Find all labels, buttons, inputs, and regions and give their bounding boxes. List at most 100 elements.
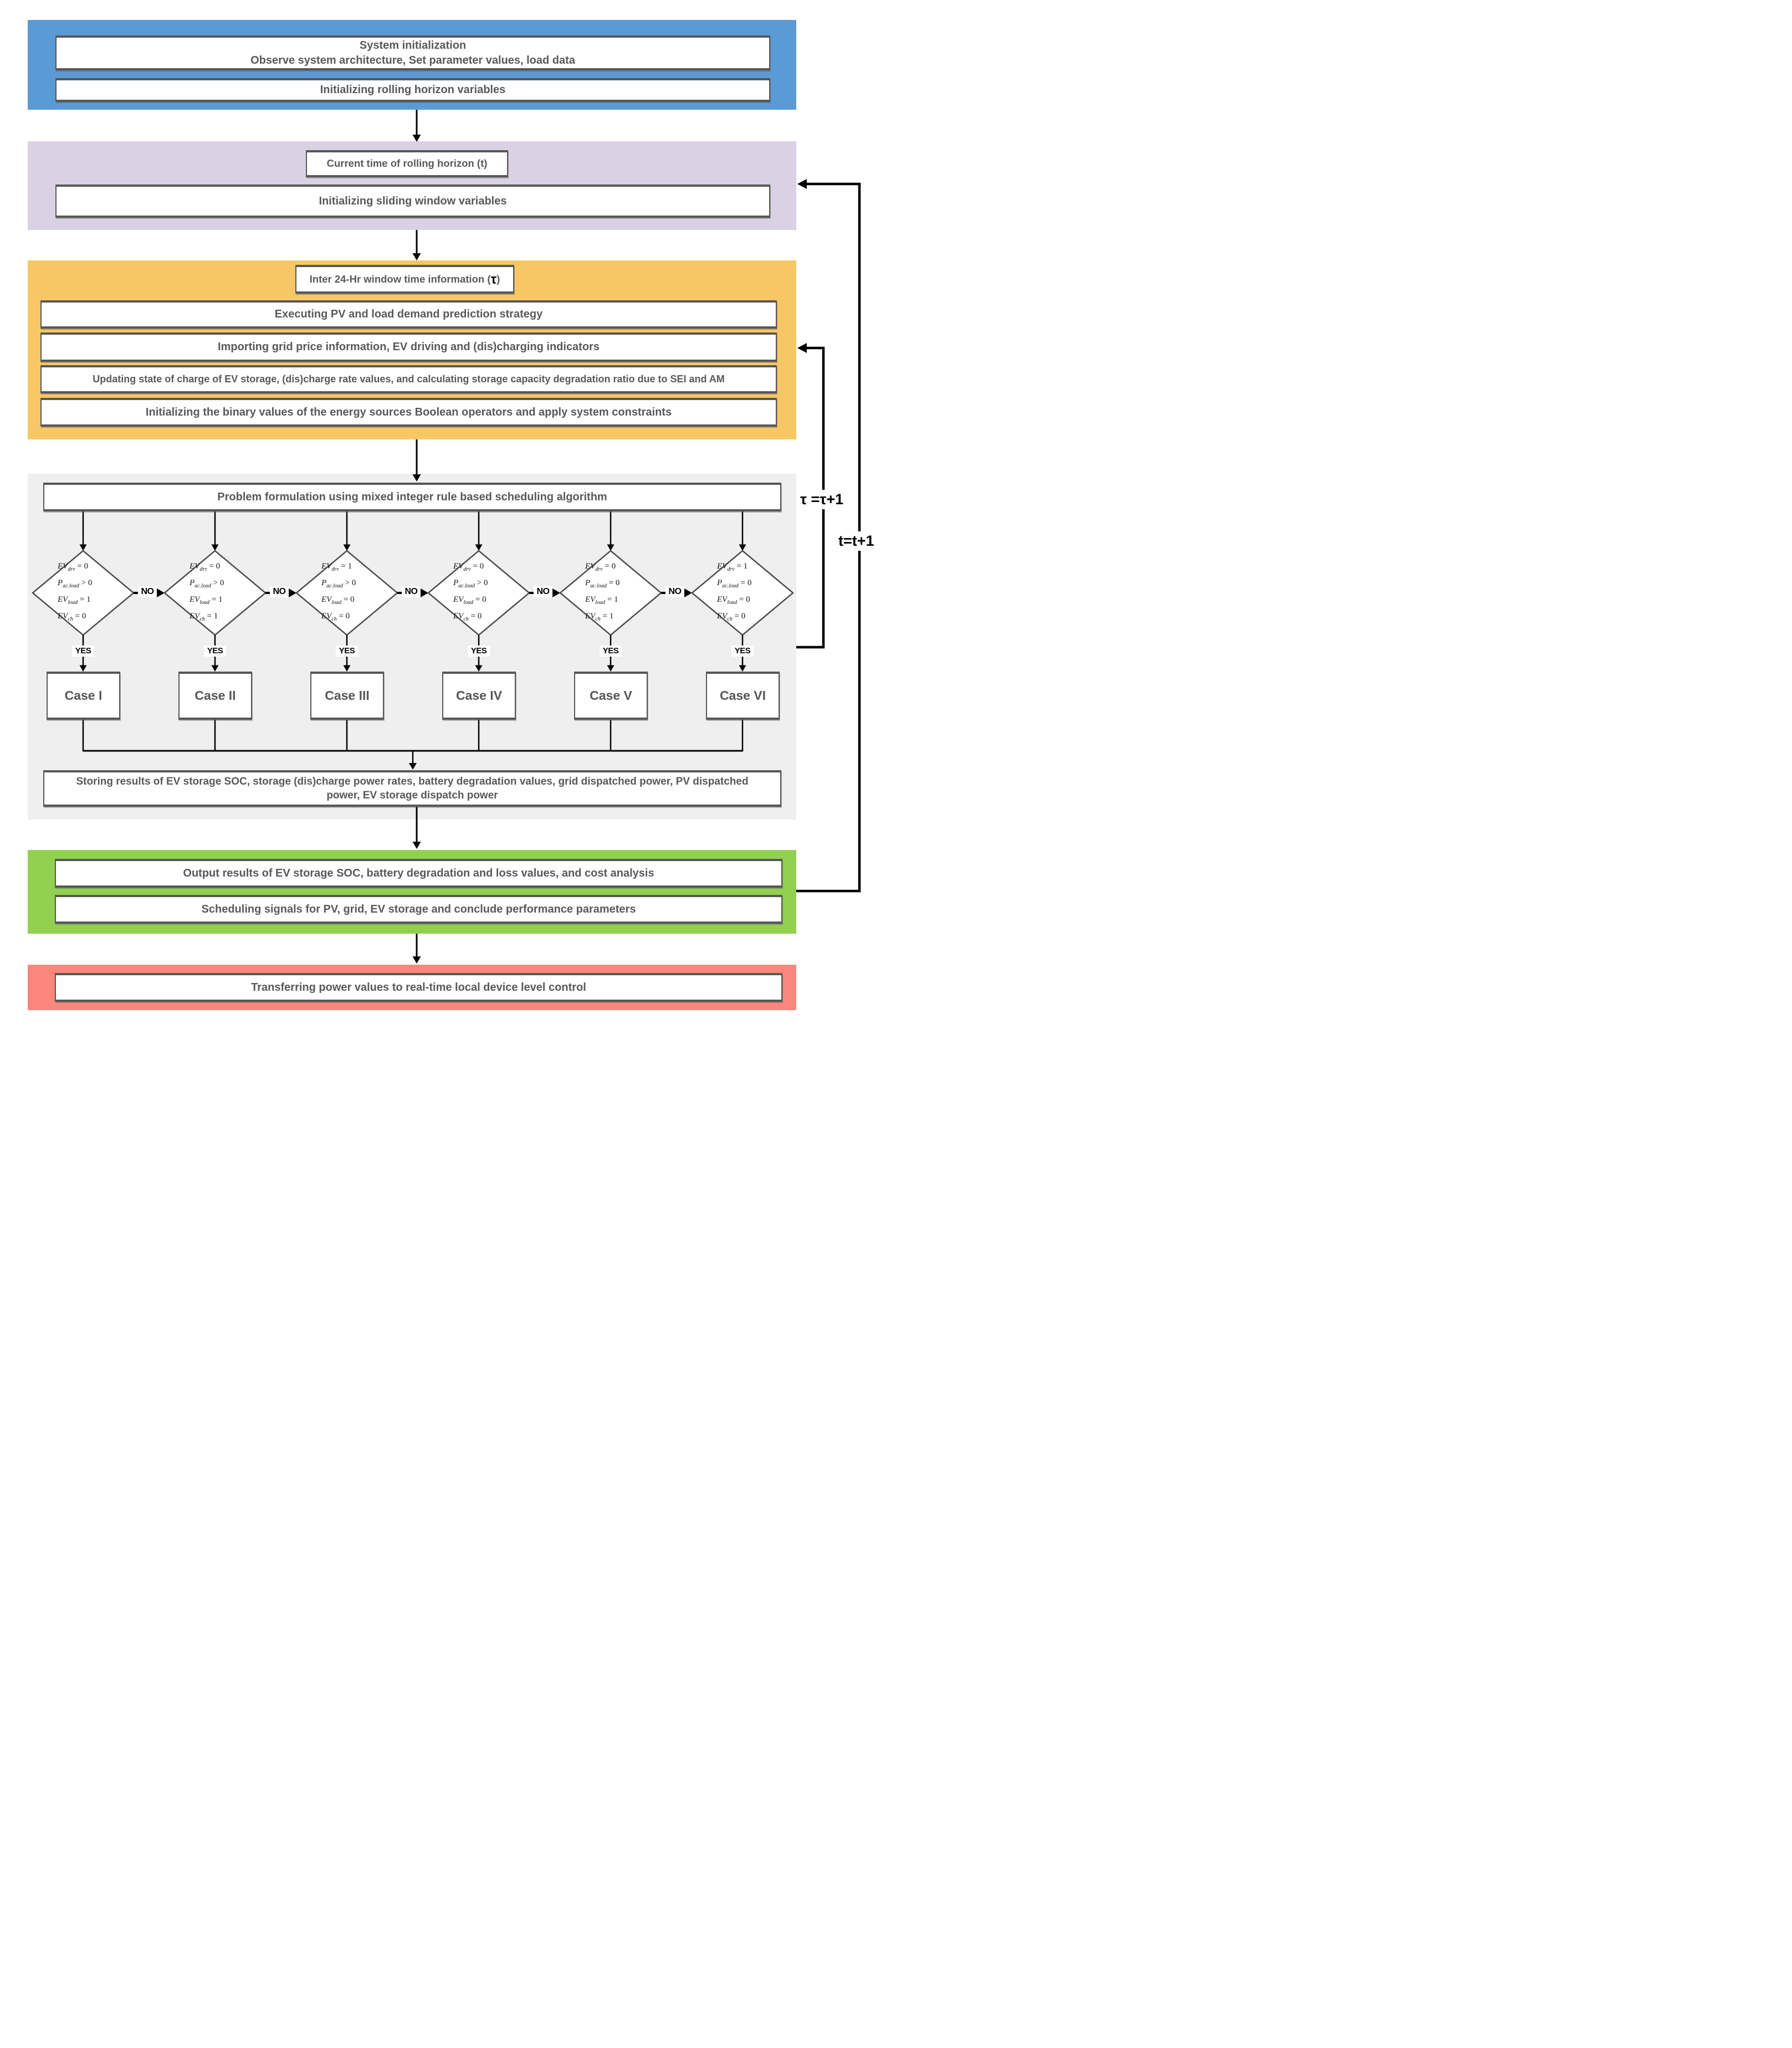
condition-line: EVch = 1 bbox=[190, 612, 218, 622]
problem-formulation-text: Problem formulation using mixed integer … bbox=[217, 490, 607, 503]
condition-line: Pac.load > 0 bbox=[453, 578, 488, 589]
decision-conditions-2: EVdrv = 0 Pac.load > 0 EVload = 1 EVch = 1 bbox=[190, 562, 243, 622]
box-boolean-init: Initializing the binary values of the en… bbox=[40, 398, 777, 427]
condition-line: EVload = 0 bbox=[717, 595, 750, 606]
case-box-1: Case I bbox=[47, 672, 120, 720]
condition-line: EVload = 0 bbox=[321, 595, 355, 606]
arrowhead-yes-2 bbox=[211, 665, 219, 672]
arrow-storing-to-output bbox=[412, 807, 421, 849]
arrowhead-yes-6 bbox=[739, 665, 746, 672]
condition-line: EVload = 0 bbox=[453, 595, 487, 606]
window-title-prefix: Inter 24-Hr window time information ( bbox=[309, 273, 491, 285]
arrowhead-no-5 bbox=[684, 588, 692, 597]
grid-price-import-text: Importing grid price information, EV dri… bbox=[218, 341, 600, 354]
box-pv-load-prediction: Executing PV and load demand prediction … bbox=[40, 300, 777, 329]
window-title-suffix: ) bbox=[496, 273, 500, 285]
condition-line: Pac.load > 0 bbox=[321, 578, 356, 589]
arrow-window-to-scheduler bbox=[412, 439, 421, 482]
arrowhead-decision-3 bbox=[343, 544, 351, 551]
box-scheduling-signals: Scheduling signals for PV, grid, EV stor… bbox=[55, 895, 782, 924]
box-soc-update: Updating state of charge of EV storage, … bbox=[40, 365, 777, 393]
case-label: Case VI bbox=[719, 688, 766, 703]
condition-line: EVdrv = 0 bbox=[190, 562, 221, 572]
case-box-3: Case III bbox=[310, 672, 384, 720]
storing-results-text: Storing results of EV storage SOC, stora… bbox=[76, 775, 749, 801]
condition-line: EVdrv = 0 bbox=[453, 562, 484, 572]
box-rolling-horizon-vars: Initializing rolling horizon variables bbox=[55, 78, 770, 102]
condition-line: Pac.load = 0 bbox=[585, 578, 620, 589]
case-box-2: Case II bbox=[178, 672, 252, 720]
condition-line: EVch = 0 bbox=[453, 612, 482, 622]
box-current-time: Current time of rolling horizon (t) bbox=[306, 150, 508, 177]
box-problem-formulation: Problem formulation using mixed integer … bbox=[43, 483, 781, 511]
boolean-init-text: Initializing the binary values of the en… bbox=[145, 406, 672, 418]
arrowhead-yes-1 bbox=[79, 665, 87, 672]
condition-line: EVch = 0 bbox=[717, 612, 746, 622]
yes-label-6: YES bbox=[731, 646, 754, 657]
condition-line: Pac.load > 0 bbox=[58, 578, 93, 589]
t-loop-label: t=t+1 bbox=[837, 531, 876, 551]
transfer-power-text: Transferring power values to real-time l… bbox=[251, 981, 586, 994]
arrowhead-no-1 bbox=[157, 588, 165, 597]
no-label-2: NO bbox=[270, 586, 289, 597]
no-label-5: NO bbox=[665, 586, 684, 597]
soc-update-text: Updating state of charge of EV storage, … bbox=[93, 373, 725, 385]
condition-line: Pac.load > 0 bbox=[190, 578, 224, 589]
arrow-init-to-rolling bbox=[412, 110, 421, 142]
case-box-4: Case IV bbox=[442, 672, 516, 720]
box-sliding-window-vars: Initializing sliding window variables bbox=[55, 185, 770, 218]
output-results-text: Output results of EV storage SOC, batter… bbox=[183, 867, 654, 879]
arrowhead-no-3 bbox=[421, 588, 428, 597]
condition-line: EVload = 1 bbox=[585, 595, 618, 606]
case-label: Case III bbox=[325, 688, 370, 703]
case-box-6: Case VI bbox=[706, 672, 780, 720]
decision-conditions-3: EVdrv = 1 Pac.load > 0 EVload = 0 EVch = 0 bbox=[321, 562, 375, 622]
condition-line: EVdrv = 0 bbox=[585, 562, 616, 572]
condition-line: Pac.load = 0 bbox=[717, 578, 752, 589]
case-label: Case II bbox=[194, 688, 236, 703]
box-system-initialization: System initialization Observe system arc… bbox=[55, 35, 770, 70]
arrowhead-no-2 bbox=[289, 588, 296, 597]
case-label: Case V bbox=[590, 688, 632, 703]
pv-load-prediction-text: Executing PV and load demand prediction … bbox=[274, 308, 543, 321]
arrow-merge-to-storing bbox=[409, 751, 417, 770]
condition-line: EVdrv = 1 bbox=[321, 562, 352, 572]
arrowhead-decision-6 bbox=[739, 544, 746, 551]
scheduling-signals-text: Scheduling signals for PV, grid, EV stor… bbox=[201, 903, 636, 915]
case-label: Case IV bbox=[455, 688, 503, 703]
arrowhead-no-4 bbox=[552, 588, 560, 597]
window-time-info-text: Inter 24-Hr window time information (τ) bbox=[310, 273, 500, 286]
box-transfer-power: Transferring power values to real-time l… bbox=[55, 973, 782, 1002]
case-box-5: Case V bbox=[574, 672, 648, 720]
no-label-4: NO bbox=[534, 586, 552, 597]
tau-symbol: τ bbox=[490, 272, 497, 287]
box-grid-price-import: Importing grid price information, EV dri… bbox=[40, 332, 777, 362]
connector-layer bbox=[32, 110, 861, 964]
arrowhead-yes-4 bbox=[475, 665, 483, 672]
condition-line: EVload = 1 bbox=[58, 595, 91, 606]
yes-label-1: YES bbox=[72, 646, 94, 657]
arrowhead-decision-1 bbox=[79, 544, 87, 551]
no-label-1: NO bbox=[138, 586, 157, 597]
condition-line: EVch = 0 bbox=[321, 612, 350, 622]
box-storing-results: Storing results of EV storage SOC, stora… bbox=[43, 770, 781, 807]
sliding-window-vars-text: Initializing sliding window variables bbox=[319, 194, 507, 207]
condition-line: EVdrv = 1 bbox=[717, 562, 748, 572]
yes-label-4: YES bbox=[468, 646, 490, 657]
decision-conditions-6: EVdrv = 1 Pac.load = 0 EVload = 0 EVch = 0 bbox=[717, 562, 770, 622]
no-label-3: NO bbox=[402, 586, 421, 597]
flowchart-canvas: System initialization Observe system arc… bbox=[0, 0, 896, 1024]
decision-conditions-4: EVdrv = 0 Pac.load > 0 EVload = 0 EVch = 0 bbox=[453, 562, 506, 622]
condition-line: EVdrv = 0 bbox=[58, 562, 89, 572]
arrowhead-yes-5 bbox=[607, 665, 615, 672]
system-init-title: System initialization bbox=[359, 39, 467, 52]
yes-label-2: YES bbox=[204, 646, 226, 657]
current-time-text: Current time of rolling horizon (t) bbox=[326, 157, 488, 170]
arrowhead-decision-2 bbox=[211, 544, 219, 551]
condition-line: EVload = 1 bbox=[190, 595, 223, 606]
arrow-rolling-to-window bbox=[412, 230, 421, 260]
rolling-horizon-vars-text: Initializing rolling horizon variables bbox=[320, 84, 506, 96]
case-label: Case I bbox=[64, 688, 103, 703]
